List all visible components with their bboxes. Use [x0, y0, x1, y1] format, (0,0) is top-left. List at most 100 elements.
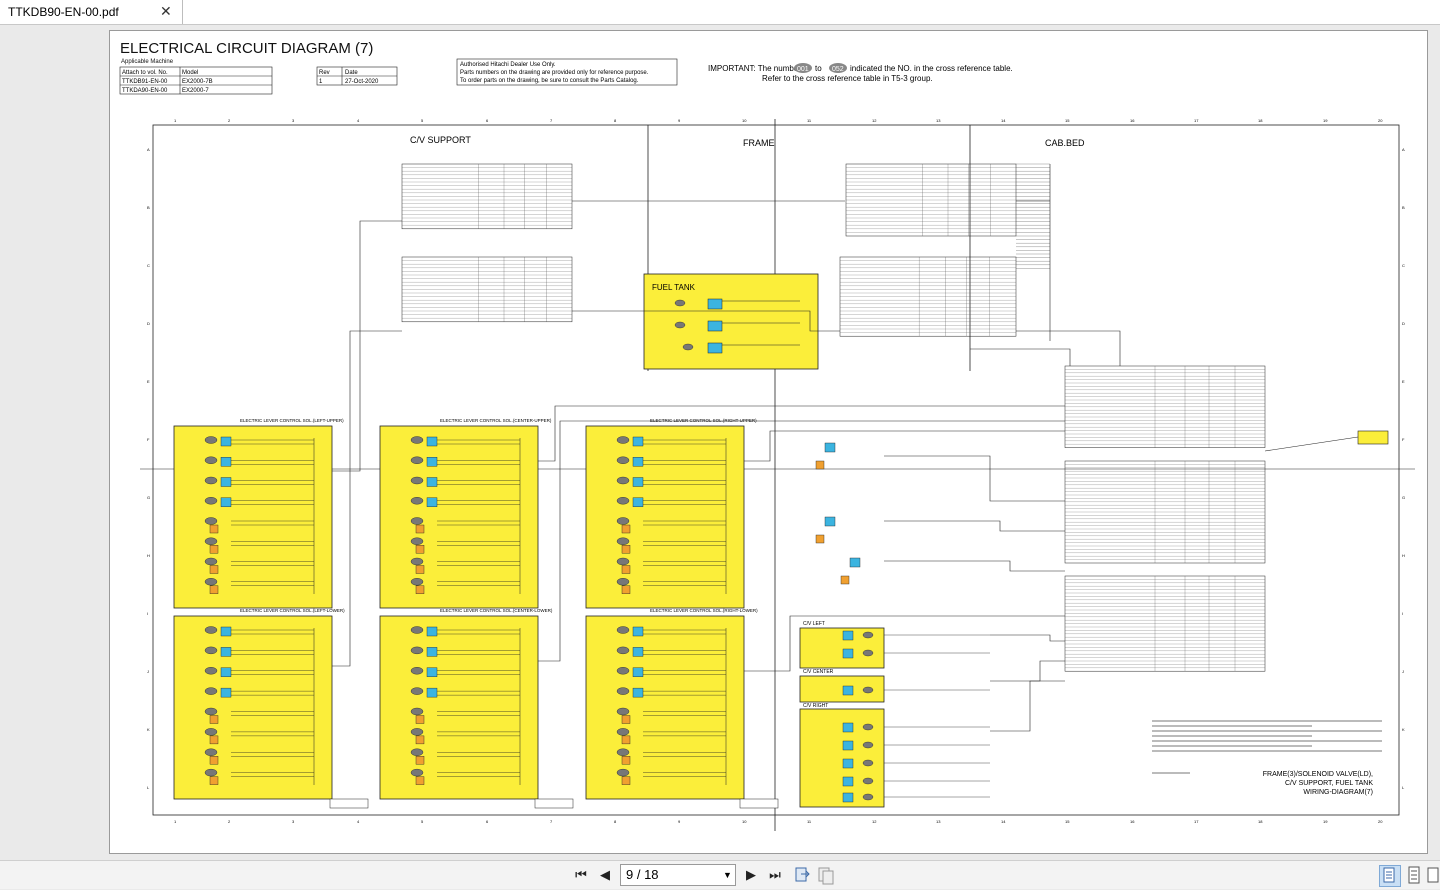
single-page-icon[interactable]	[1379, 865, 1401, 887]
connector-badge	[204, 748, 218, 756]
page-number-select[interactable]: 9 / 18 ▼	[620, 864, 736, 886]
connector-badge	[862, 631, 874, 639]
grid-row-label: G	[1402, 495, 1405, 500]
date-header: Date	[345, 70, 358, 76]
solenoid-block	[621, 545, 631, 554]
grid-row-label: E	[147, 379, 150, 384]
pdf-page: ELECTRICAL CIRCUIT DIAGRAM (7) Applicabl…	[109, 30, 1428, 854]
grid-row-label: D	[147, 321, 150, 326]
connector-badge	[410, 768, 424, 777]
cv-left-label: C/V LEFT	[803, 621, 825, 627]
solenoid-block	[209, 585, 219, 594]
connector-tables	[401, 163, 1266, 672]
next-page-button[interactable]: ▶	[746, 867, 756, 882]
sensor-block	[632, 497, 644, 507]
grid-col-label: 9	[678, 118, 681, 123]
grid-col-label: 5	[421, 819, 424, 824]
solenoid-block	[209, 756, 219, 765]
connector-badge	[410, 436, 424, 444]
important-text: Refer to the cross reference table in T5…	[762, 74, 933, 83]
sensor-block	[707, 320, 723, 332]
model-cell: EX2000-7	[182, 88, 209, 94]
grid-col-label: 19	[1323, 819, 1328, 824]
tab-title: TTKDB90-EN-00.pdf	[8, 5, 119, 19]
sensor-block	[632, 687, 644, 698]
connector-badge	[616, 517, 630, 525]
continuous-icon[interactable]	[1404, 865, 1424, 885]
rotate-icon[interactable]	[792, 865, 812, 885]
lever-box-title: ELECTRIC LEVER CONTROL SOL.(CENTER-LOWER…	[440, 608, 553, 613]
rev-cell: 1	[319, 79, 323, 85]
sensor-block	[632, 477, 644, 487]
grid-row-label: E	[1402, 379, 1405, 384]
wire	[538, 420, 1065, 662]
connector-badge	[616, 456, 630, 464]
connector-badge	[204, 517, 218, 525]
connector-badge	[204, 667, 218, 675]
grid-row-label: J	[147, 669, 149, 674]
attach-cell: TTKDB91-EN-00	[122, 79, 168, 85]
lever-box-title: ELECTRIC LEVER CONTROL SOL.(LEFT-LOWER)	[240, 608, 345, 613]
model-header: Model	[182, 70, 198, 76]
important-to: to	[815, 64, 822, 73]
sensor-block	[842, 722, 854, 733]
grid-row-label: G	[147, 495, 150, 500]
wire	[332, 220, 402, 472]
connector-badge	[616, 436, 630, 444]
grid-col-label: 18	[1258, 118, 1263, 123]
solenoid-block	[209, 524, 219, 534]
grid-row-label: A	[1402, 147, 1405, 152]
solenoid-block	[209, 776, 219, 785]
sensor-block	[220, 687, 232, 698]
previous-page-button[interactable]: ◀	[600, 867, 610, 882]
lever-box-title: ELECTRIC LEVER CONTROL SOL.(LEFT-UPPER)	[240, 418, 344, 423]
grid-col-label: 15	[1065, 118, 1070, 123]
wires	[332, 200, 1359, 732]
important-text: IMPORTANT: The number	[708, 64, 801, 73]
solenoid-block	[621, 715, 631, 724]
grid-col-label: 9	[678, 819, 681, 824]
sensor-block	[426, 647, 438, 657]
wire	[970, 348, 1071, 366]
two-page-icon[interactable]	[1426, 865, 1440, 885]
title-block-line: WIRING-DIAGRAM(7)	[1303, 789, 1373, 796]
sensor-block	[824, 442, 836, 453]
close-icon[interactable]: ✕	[160, 3, 172, 19]
connector-badge	[204, 476, 218, 485]
grid-row-label: L	[147, 785, 150, 790]
connector-badge	[204, 578, 218, 586]
wire	[884, 455, 1065, 502]
grid-col-label: 15	[1065, 819, 1070, 824]
solenoid-block	[840, 575, 850, 585]
fuel-tank-detail	[674, 298, 800, 354]
wire	[744, 430, 1065, 462]
grid-col-label: 8	[614, 819, 617, 824]
sensor-block	[220, 647, 232, 657]
page-view-icon[interactable]	[816, 865, 836, 885]
lever-box	[173, 425, 333, 609]
lever-control-boxes	[173, 425, 779, 809]
grid-col-label: 3	[292, 819, 295, 824]
chevron-down-icon: ▼	[723, 870, 732, 880]
sensor-block	[842, 776, 854, 787]
connector-box	[1357, 430, 1389, 445]
attach-table	[119, 58, 678, 95]
solenoid-block	[621, 585, 631, 594]
document-viewer[interactable]: ELECTRICAL CIRCUIT DIAGRAM (7) Applicabl…	[0, 25, 1440, 860]
wire	[990, 680, 1065, 732]
connector-badge	[616, 646, 630, 655]
last-page-button[interactable]: ⏭	[769, 867, 781, 882]
wire	[990, 634, 1065, 642]
connector-badge	[204, 687, 218, 695]
section-label: FRAME	[743, 138, 775, 148]
first-page-button[interactable]: ⏮	[575, 867, 587, 882]
title-block-line: FRAME(3)/SOLENOID VALVE(LD),	[1263, 771, 1373, 778]
grid-row-label: J	[1402, 669, 1404, 674]
connector-badge	[410, 646, 424, 655]
document-tab[interactable]: TTKDB90-EN-00.pdf ✕	[0, 0, 183, 24]
connector-badge	[410, 497, 424, 505]
applicable-label: Applicable Machine	[121, 59, 174, 65]
sensor-block	[220, 667, 232, 677]
wire	[1016, 330, 1121, 366]
sensor-block	[220, 436, 232, 447]
